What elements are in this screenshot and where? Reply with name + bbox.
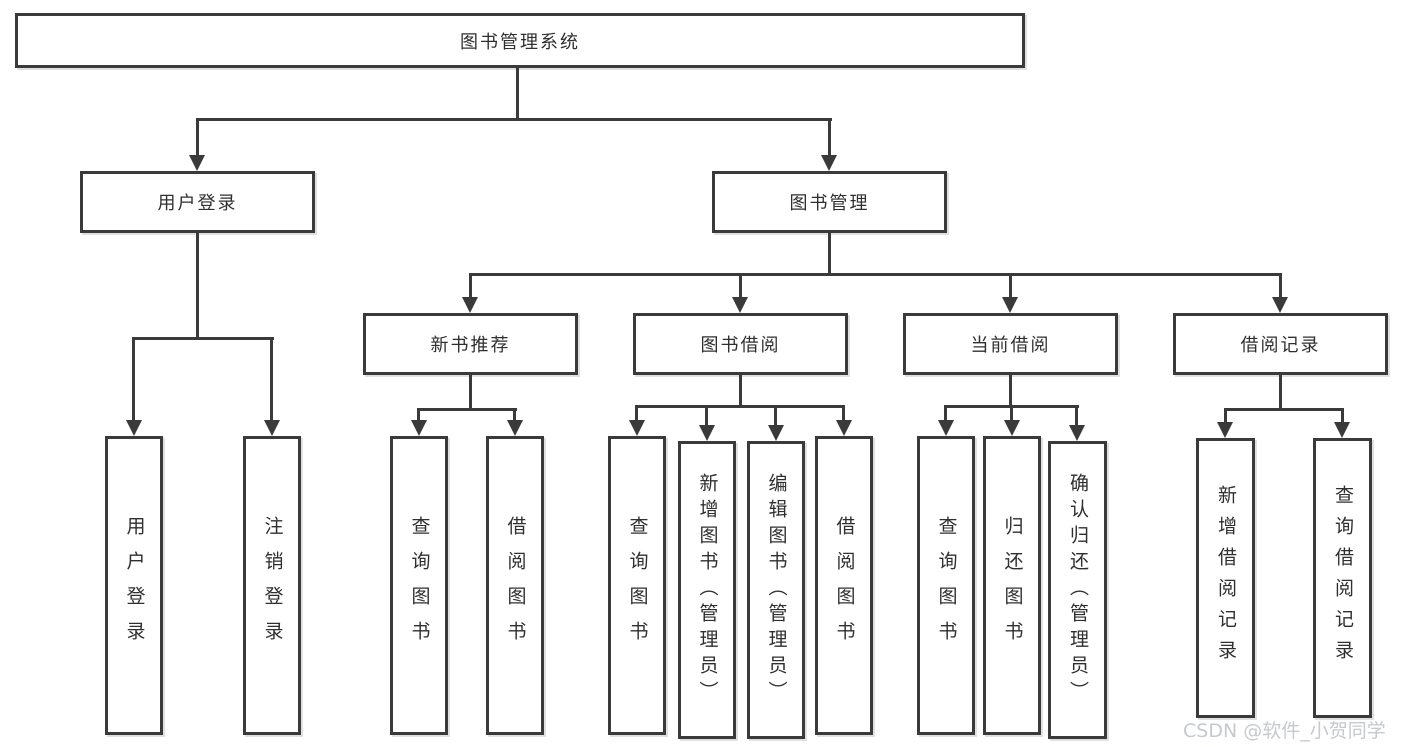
connector-vline <box>705 405 708 425</box>
leaf-edit-book-admin-label: 编辑图书（管理员） <box>765 473 788 707</box>
arrow-down <box>462 297 478 313</box>
leaf-add-book-admin-label: 新增图书（管理员） <box>696 473 719 707</box>
connector-vline <box>417 408 420 420</box>
arrow-down <box>1272 297 1288 313</box>
leaf-logout: 注销登录 <box>243 436 301 735</box>
connector-vline <box>469 375 472 408</box>
arrow-down <box>126 420 142 436</box>
node-user-login: 用户登录 <box>80 171 315 233</box>
node-root: 图书管理系统 <box>15 13 1025 68</box>
connector-vline <box>469 273 472 297</box>
leaf-return-book: 归还图书 <box>983 436 1041 735</box>
node-borrow-records-label: 借阅记录 <box>1240 335 1321 356</box>
leaf-add-book-admin: 新增图书（管理员） <box>678 441 736 739</box>
node-book-management-label: 图书管理 <box>789 193 870 214</box>
connector-hline <box>132 337 274 340</box>
connector-hline <box>417 408 517 411</box>
node-borrow-records: 借阅记录 <box>1173 313 1388 375</box>
arrow-down <box>836 420 852 436</box>
leaf-query-book-recommend: 查询图书 <box>390 436 448 735</box>
leaf-user-login: 用户登录 <box>105 436 163 735</box>
connector-vline <box>1279 273 1282 297</box>
node-book-borrow-label: 图书借阅 <box>700 335 781 356</box>
node-root-label: 图书管理系统 <box>460 31 580 53</box>
connector-vline <box>739 273 742 297</box>
arrow-down <box>1004 420 1020 436</box>
arrow-down <box>821 155 837 171</box>
node-book-management: 图书管理 <box>712 171 947 233</box>
node-current-borrow: 当前借阅 <box>903 313 1118 375</box>
arrow-down <box>411 420 427 436</box>
connector-vline <box>1009 375 1012 405</box>
leaf-query-book-recommend-label: 查询图书 <box>408 515 431 656</box>
connector-vline <box>944 405 947 420</box>
connector-vline <box>513 408 516 420</box>
leaf-user-login-label: 用户登录 <box>123 515 146 656</box>
arrow-down <box>1069 425 1085 441</box>
leaf-edit-book-admin: 编辑图书（管理员） <box>747 441 805 739</box>
node-current-borrow-label: 当前借阅 <box>970 335 1051 356</box>
arrow-down <box>1002 297 1018 313</box>
arrow-down <box>938 420 954 436</box>
leaf-borrow-book-borrow: 借阅图书 <box>815 436 873 735</box>
connector-hline <box>196 118 832 121</box>
connector-vline <box>1009 273 1012 297</box>
leaf-borrow-book-recommend: 借阅图书 <box>486 436 544 735</box>
connector-vline <box>1075 405 1078 425</box>
arrow-down <box>189 155 205 171</box>
arrow-down <box>732 297 748 313</box>
leaf-borrow-book-recommend-label: 借阅图书 <box>504 515 527 656</box>
arrow-down <box>264 420 280 436</box>
connector-vline <box>774 405 777 425</box>
arrow-down <box>1334 422 1350 438</box>
leaf-logout-label: 注销登录 <box>261 515 284 656</box>
connector-vline <box>635 405 638 420</box>
arrow-down <box>507 420 523 436</box>
connector-vline <box>196 233 199 337</box>
arrow-down <box>768 425 784 441</box>
node-user-login-label: 用户登录 <box>157 193 238 214</box>
leaf-query-book-borrow: 查询图书 <box>608 436 666 735</box>
connector-hline <box>635 405 845 408</box>
connector-vline <box>842 405 845 420</box>
leaf-confirm-return-admin-label: 确认归还（管理员） <box>1067 473 1089 707</box>
connector-vline <box>1010 405 1013 420</box>
connector-vline <box>1341 408 1344 422</box>
leaf-query-book-current: 查询图书 <box>917 436 975 735</box>
connector-vline <box>828 233 831 273</box>
arrow-down <box>1217 422 1233 438</box>
connector-vline <box>1224 408 1227 422</box>
connector-hline <box>469 273 1281 276</box>
connector-vline <box>516 68 519 118</box>
leaf-return-book-label: 归还图书 <box>1001 515 1024 656</box>
leaf-query-borrow-record-label: 查询借阅记录 <box>1332 485 1354 671</box>
leaf-query-book-current-label: 查询图书 <box>935 515 958 656</box>
connector-vline <box>828 118 831 158</box>
leaf-query-book-borrow-label: 查询图书 <box>626 515 649 656</box>
node-new-book-recommend: 新书推荐 <box>363 313 578 375</box>
connector-vline <box>132 337 135 420</box>
arrow-down <box>629 420 645 436</box>
leaf-borrow-book-borrow-label: 借阅图书 <box>833 515 856 656</box>
leaf-confirm-return-admin: 确认归还（管理员） <box>1048 441 1107 739</box>
node-book-borrow: 图书借阅 <box>633 313 848 375</box>
connector-vline <box>270 337 273 420</box>
connector-hline <box>1224 408 1344 411</box>
leaf-query-borrow-record: 查询借阅记录 <box>1313 438 1372 718</box>
connector-vline <box>196 118 199 158</box>
leaf-add-borrow-record: 新增借阅记录 <box>1196 438 1255 718</box>
node-new-book-recommend-label: 新书推荐 <box>430 335 511 356</box>
leaf-add-borrow-record-label: 新增借阅记录 <box>1215 485 1237 671</box>
arrow-down <box>699 425 715 441</box>
connector-vline <box>1279 375 1282 408</box>
watermark-csdn: CSDN @软件_小贺同学 <box>1183 720 1386 742</box>
connector-vline <box>739 375 742 405</box>
